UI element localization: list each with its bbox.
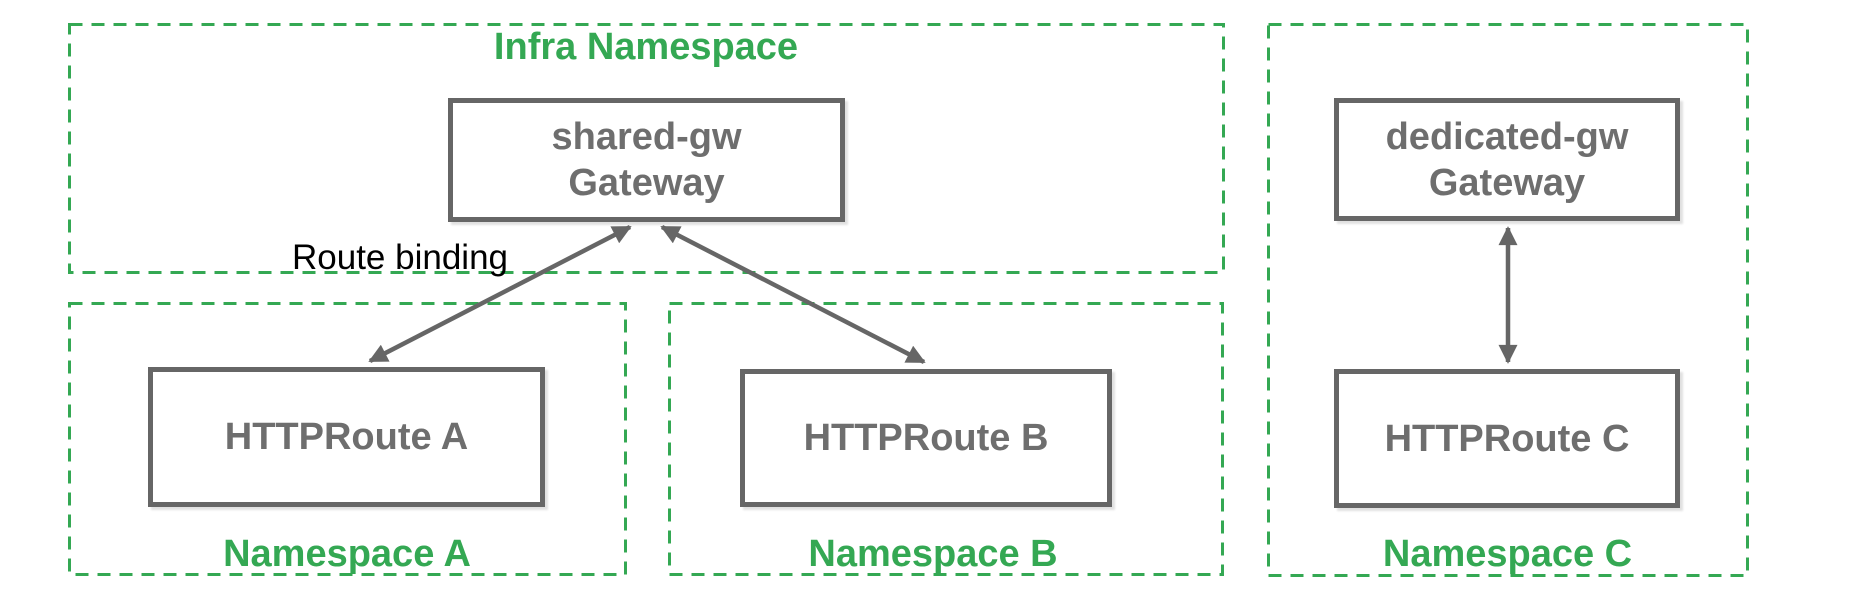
dedicated-gw-gateway-node: dedicated-gw Gateway xyxy=(1334,98,1680,221)
dedicated-gw-kind: Gateway xyxy=(1428,161,1586,204)
namespace-a-border xyxy=(68,302,627,576)
namespace-b-title: Namespace B xyxy=(808,533,1058,575)
namespace-c-title: Namespace C xyxy=(1382,533,1633,575)
httproute-c-label: HTTPRoute C xyxy=(1384,417,1630,460)
shared-gw-name: shared-gw xyxy=(551,116,742,158)
namespace-c-border xyxy=(1267,23,1749,577)
httproute-c-node: HTTPRoute C xyxy=(1334,369,1680,508)
infra-namespace-title: Infra Namespace xyxy=(493,26,799,68)
httproute-b-node: HTTPRoute B xyxy=(740,369,1112,507)
arrow-shared-gw-httproute-a xyxy=(368,224,632,364)
infra-namespace-border xyxy=(68,23,1225,274)
namespace-a-title: Namespace A xyxy=(223,533,471,575)
httproute-a-label: HTTPRoute A xyxy=(224,416,469,458)
shared-gw-kind: Gateway xyxy=(568,162,725,204)
httproute-b-label: HTTPRoute B xyxy=(803,417,1049,459)
dedicated-gw-name: dedicated-gw xyxy=(1385,115,1629,158)
arrow-shared-gw-httproute-b xyxy=(660,224,926,365)
route-binding-label: Route binding xyxy=(292,238,508,277)
namespace-b-border xyxy=(668,302,1224,576)
httproute-a-node: HTTPRoute A xyxy=(148,367,545,507)
shared-gw-gateway-node: shared-gw Gateway xyxy=(448,98,845,222)
